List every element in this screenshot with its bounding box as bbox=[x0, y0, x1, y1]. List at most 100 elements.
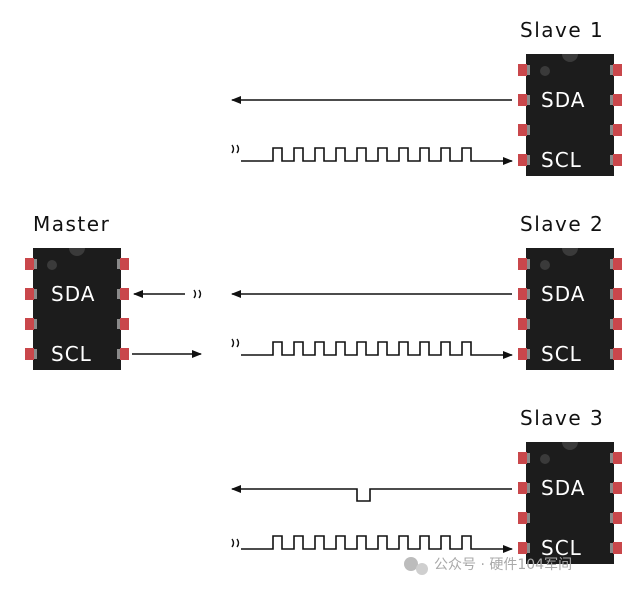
master-leg-right-3 bbox=[117, 319, 120, 329]
master-title: Master bbox=[33, 212, 110, 236]
slave1-scl-wave bbox=[241, 147, 513, 165]
master-notch bbox=[69, 248, 85, 256]
slave1-leg-left-1 bbox=[527, 65, 530, 75]
slave3-leg-left-1 bbox=[527, 453, 530, 463]
slave2-pin1-dot bbox=[540, 260, 550, 270]
slave2-title: Slave 2 bbox=[520, 212, 604, 236]
master-pin-left-1 bbox=[25, 258, 34, 270]
master-leg-right-2 bbox=[117, 289, 120, 299]
slave2-pin-left-1 bbox=[518, 258, 527, 270]
slave1-pin-left-3 bbox=[518, 124, 527, 136]
master-leg-right-1 bbox=[117, 259, 120, 269]
slave3-leg-right-3 bbox=[610, 513, 613, 523]
slave1-notch bbox=[562, 54, 578, 62]
master-sda-break bbox=[193, 289, 202, 299]
slave2-scl-break bbox=[231, 338, 240, 348]
slave2-scl-label: SCL bbox=[541, 342, 582, 366]
master-scl-label: SCL bbox=[51, 342, 92, 366]
master-pin-right-3 bbox=[120, 318, 129, 330]
slave1-leg-right-2 bbox=[610, 95, 613, 105]
watermark-text: 公众号 · 硬件104军间 bbox=[434, 557, 572, 573]
slave3-pin-right-4 bbox=[613, 542, 622, 554]
slave2-leg-right-4 bbox=[610, 349, 613, 359]
slave2-sda-label: SDA bbox=[541, 282, 585, 306]
master-leg-right-4 bbox=[117, 349, 120, 359]
slave2-pin-right-2 bbox=[613, 288, 622, 300]
master-pin-right-4 bbox=[120, 348, 129, 360]
master-leg-left-4 bbox=[34, 349, 37, 359]
master-pin-right-1 bbox=[120, 258, 129, 270]
master-leg-left-3 bbox=[34, 319, 37, 329]
slave1-pin-left-4 bbox=[518, 154, 527, 166]
slave1-pin-right-4 bbox=[613, 154, 622, 166]
slave3-scl-wave bbox=[241, 535, 513, 553]
slave1-leg-left-4 bbox=[527, 155, 530, 165]
master-sda-label: SDA bbox=[51, 282, 95, 306]
slave3-pin-left-1 bbox=[518, 452, 527, 464]
slave1-leg-right-4 bbox=[610, 155, 613, 165]
slave3-chip bbox=[518, 442, 622, 564]
slave2-leg-left-4 bbox=[527, 349, 530, 359]
master-pin1-dot bbox=[47, 260, 57, 270]
slave2-pin-right-1 bbox=[613, 258, 622, 270]
slave3-leg-left-4 bbox=[527, 543, 530, 553]
slave3-pin-left-2 bbox=[518, 482, 527, 494]
master-pin-right-2 bbox=[120, 288, 129, 300]
master-pin-left-2 bbox=[25, 288, 34, 300]
slave2-chip bbox=[518, 248, 622, 370]
slave3-pin-left-3 bbox=[518, 512, 527, 524]
slave2-notch bbox=[562, 248, 578, 256]
slave3-pin-left-4 bbox=[518, 542, 527, 554]
slave1-sda-label: SDA bbox=[541, 88, 585, 112]
slave3-sda-label: SDA bbox=[541, 476, 585, 500]
slave2-pin-right-3 bbox=[613, 318, 622, 330]
slave2-pin-right-4 bbox=[613, 348, 622, 360]
slave3-leg-right-2 bbox=[610, 483, 613, 493]
slave2-scl-wave bbox=[241, 341, 513, 359]
slave1-leg-right-3 bbox=[610, 125, 613, 135]
wechat-icon bbox=[404, 557, 418, 571]
slave3-notch bbox=[562, 442, 578, 450]
slave3-pin1-dot bbox=[540, 454, 550, 464]
slave2-leg-right-3 bbox=[610, 319, 613, 329]
master-chip bbox=[25, 248, 129, 370]
slave3-scl-label: SCL bbox=[541, 536, 582, 560]
watermark: 公众号 · 硬件104军间 bbox=[404, 557, 572, 575]
master-leg-left-2 bbox=[34, 289, 37, 299]
slave1-leg-right-1 bbox=[610, 65, 613, 75]
slave2-leg-left-1 bbox=[527, 259, 530, 269]
slave3-pin-right-1 bbox=[613, 452, 622, 464]
slave3-leg-right-4 bbox=[610, 543, 613, 553]
slave2-leg-right-1 bbox=[610, 259, 613, 269]
slave1-scl-label: SCL bbox=[541, 148, 582, 172]
master-pin-left-4 bbox=[25, 348, 34, 360]
master-pin-left-3 bbox=[25, 318, 34, 330]
slave2-leg-right-2 bbox=[610, 289, 613, 299]
slave1-pin-right-3 bbox=[613, 124, 622, 136]
slave1-scl-break bbox=[231, 144, 240, 154]
master-leg-left-1 bbox=[34, 259, 37, 269]
slave2-leg-left-3 bbox=[527, 319, 530, 329]
slave3-pin-right-2 bbox=[613, 482, 622, 494]
slave2-pin-left-2 bbox=[518, 288, 527, 300]
slave1-leg-left-3 bbox=[527, 125, 530, 135]
wechat-icon-bubble bbox=[416, 563, 428, 575]
slave2-pin-left-4 bbox=[518, 348, 527, 360]
slave1-pin-left-2 bbox=[518, 94, 527, 106]
slave3-leg-left-3 bbox=[527, 513, 530, 523]
slave2-leg-left-2 bbox=[527, 289, 530, 299]
slave3-leg-left-2 bbox=[527, 483, 530, 493]
slave1-pin-right-1 bbox=[613, 64, 622, 76]
slave1-title: Slave 1 bbox=[520, 18, 604, 42]
slave1-pin-right-2 bbox=[613, 94, 622, 106]
slave1-pin-left-1 bbox=[518, 64, 527, 76]
slave1-pin1-dot bbox=[540, 66, 550, 76]
slave3-leg-right-1 bbox=[610, 453, 613, 463]
slave1-chip bbox=[518, 54, 622, 176]
slave1-leg-left-2 bbox=[527, 95, 530, 105]
slave3-sda-ack-line bbox=[231, 485, 512, 502]
slave3-pin-right-3 bbox=[613, 512, 622, 524]
slave3-title: Slave 3 bbox=[520, 406, 604, 430]
slave3-scl-break bbox=[231, 538, 240, 548]
